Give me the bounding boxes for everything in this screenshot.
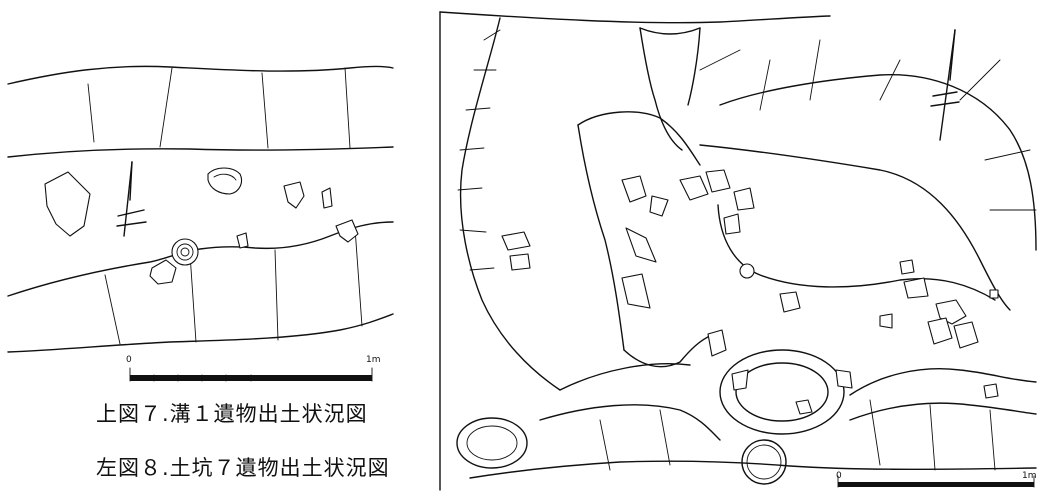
artifact-vessel-base [171,238,199,266]
artifact-sherd [983,383,999,399]
pit-7-artifacts [501,169,999,415]
pit-7-plan [439,11,1037,491]
artifact-cluster [927,317,953,345]
artifact-cluster [953,321,979,349]
artifact-sherd [679,175,709,201]
artifact-sherd [621,273,651,309]
artifact-sherd [707,329,727,357]
ditch-1-artifacts [44,167,359,285]
artifact-vessel-base [739,263,755,279]
scale-end-label: 1m [366,355,381,365]
artifact-sherd [705,169,731,193]
caption-figure-8: 左図８.土坑７遺物出土状況図 [96,456,390,480]
artifact-sherd [236,232,249,249]
artifact-sherd [625,227,657,263]
artifact-sherd [335,219,359,243]
caption-figure-7: 上図７.溝１遺物出土状況図 [96,402,368,426]
artifact-sherd [733,187,755,211]
posthole [456,417,528,469]
artifact-sherd [989,289,999,299]
artifact-sherd [903,277,929,299]
north-arrow-right [930,29,960,141]
artifact-sherd [207,167,243,195]
artifact-sherd [621,175,647,203]
scale-bar-right: 0 1m [836,471,1037,488]
artifact-sherd [731,369,749,391]
scale-start-label: 0 [836,471,842,481]
artifact-sherd [795,399,813,415]
artifact-sherd [509,253,531,271]
scale-start-label: 0 [126,355,132,365]
north-arrow-top [116,161,147,237]
ditch-1-plan [7,65,394,353]
artifact-sherd [779,291,801,313]
artifact-sherd [283,181,305,209]
artifact-stone [149,259,177,285]
artifact-sherd [649,195,669,217]
artifact-sherd [879,313,893,329]
artifact-sherd [723,213,741,235]
artifact-stone-large [44,171,91,237]
artifact-sherd [835,369,853,389]
artifact-sherd [899,259,915,275]
artifact-sherd [321,187,333,209]
artifact-sherd [501,231,531,251]
scale-end-label: 1m [1022,471,1037,481]
posthole [741,439,787,485]
scale-bar-top: 0 1m [126,355,381,382]
